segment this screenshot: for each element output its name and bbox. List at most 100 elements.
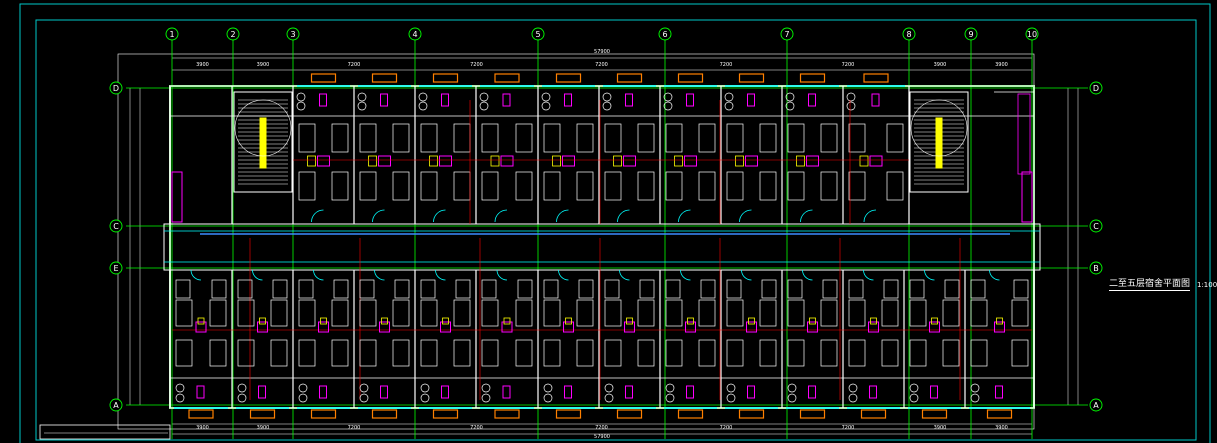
bed [515, 299, 533, 327]
bed [698, 339, 716, 367]
bed [298, 299, 316, 327]
wardrobe [1013, 279, 1029, 299]
desk-chair [195, 321, 207, 333]
title-block-stub [39, 424, 171, 440]
shower-fixture [871, 93, 880, 107]
balcony [555, 73, 582, 83]
axis-bubble-9-label: 9 [968, 30, 973, 39]
washbasin-fixture [848, 393, 858, 403]
toilet-fixture [785, 92, 795, 102]
washbasin-fixture [785, 101, 795, 111]
bed [787, 171, 805, 201]
desk-chair [563, 321, 574, 333]
bed [820, 339, 838, 367]
toilet-fixture [604, 383, 614, 393]
shower-fixture [564, 93, 572, 107]
toilet-fixture [357, 92, 367, 102]
desk-chair [868, 321, 879, 333]
washbasin-fixture [296, 101, 306, 111]
washbasin-fixture [481, 393, 491, 403]
site-outline [117, 53, 1035, 430]
bed [359, 171, 377, 201]
bed [759, 123, 777, 153]
shower-fixture [686, 385, 694, 399]
wardrobe [455, 279, 471, 299]
wardrobe [665, 279, 681, 299]
stair-west-handrail [259, 117, 267, 169]
axis-bubble-2-circle [226, 27, 240, 41]
toilet-fixture [237, 383, 247, 393]
desk [613, 155, 622, 167]
axis-bubble-7-label: 7 [784, 30, 789, 39]
washbasin-fixture [359, 393, 369, 403]
axis-bubble-left-E-label: E [113, 264, 118, 273]
bed [270, 299, 288, 327]
shower-fixture [686, 93, 694, 107]
desk [320, 317, 327, 325]
bed [420, 339, 438, 367]
axis-bubble-5-circle [531, 27, 545, 41]
wardrobe [175, 279, 191, 299]
toilet-fixture [726, 383, 736, 393]
bed [604, 123, 622, 153]
bed [453, 123, 471, 153]
desk [859, 155, 869, 167]
axis-bubble-right-B-circle [1089, 261, 1103, 275]
stair-east-arc [910, 99, 968, 157]
desk-chair [562, 155, 575, 167]
desk-chair [929, 321, 940, 333]
washbasin-fixture [663, 101, 673, 111]
bed [848, 123, 866, 153]
shower-fixture [441, 93, 449, 107]
axis-bubble-4-label: 4 [412, 30, 417, 39]
desk-chair [317, 155, 330, 167]
bed [392, 339, 410, 367]
door-swing [558, 269, 569, 281]
stair-west-arc [234, 99, 292, 157]
toilet-fixture [298, 383, 308, 393]
axis-bubble-4-circle [408, 27, 422, 41]
toilet-fixture [663, 92, 673, 102]
bed [270, 339, 288, 367]
corridor-band [163, 223, 1041, 271]
bed [698, 123, 716, 153]
washbasin-fixture [420, 393, 430, 403]
bed [481, 299, 499, 327]
wardrobe [543, 279, 559, 299]
axis-bubble-5-label: 5 [535, 30, 540, 39]
washbasin-fixture [298, 393, 308, 403]
toilet-fixture [175, 383, 185, 393]
balcony [555, 409, 582, 419]
balcony [860, 409, 887, 419]
axis-bubble-left-C-label: C [113, 222, 119, 231]
bed [237, 299, 255, 327]
wardrobe [272, 279, 288, 299]
toilet-fixture [359, 383, 369, 393]
toilet-fixture [479, 92, 489, 102]
axis-bubble-right-A-label: A [1093, 401, 1099, 410]
wardrobe [909, 279, 925, 299]
balcony [863, 73, 889, 83]
bed [481, 123, 499, 153]
bed [604, 339, 622, 367]
bed [820, 171, 838, 201]
building-outline [169, 85, 1035, 409]
washbasin-fixture [541, 101, 551, 111]
bed [576, 123, 594, 153]
desk [368, 155, 377, 167]
wardrobe [787, 279, 803, 299]
door-swing [374, 269, 385, 281]
bed [759, 171, 777, 201]
door-swing [190, 269, 202, 281]
bed [515, 339, 533, 367]
bed [637, 171, 655, 201]
bed [543, 171, 561, 201]
door-swing [252, 269, 263, 281]
axis-bubble-left-C-circle [109, 219, 123, 233]
desk [259, 317, 266, 325]
bed [1011, 299, 1029, 327]
desk-chair [318, 321, 329, 333]
desk-chair [257, 321, 268, 333]
shower-fixture [747, 93, 755, 107]
